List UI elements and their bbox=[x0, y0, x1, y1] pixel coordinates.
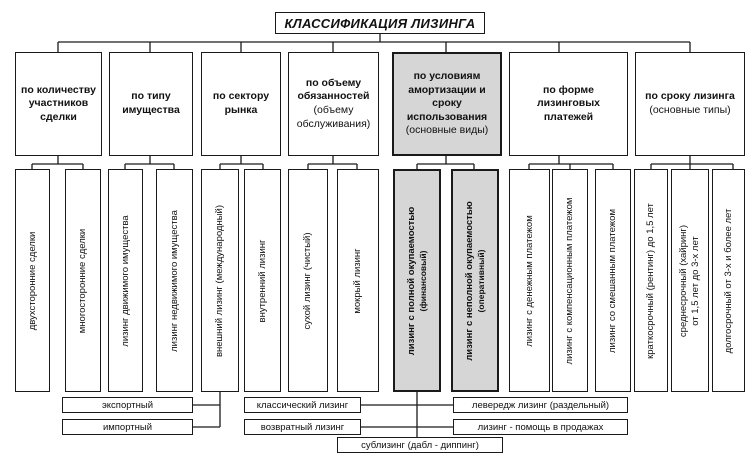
type-label: долгосрочный от 3-х и более лет bbox=[722, 208, 734, 353]
type-label: краткосрочный (рентинг) до 1,5 лет bbox=[645, 202, 657, 359]
type-sublabel: (оперативный) bbox=[475, 249, 486, 312]
type-label: лизинг недвижимого имущества bbox=[168, 209, 180, 352]
type-sublabel: (финансовый) bbox=[417, 250, 428, 311]
type-main-label: среднесрочный (хайринг) bbox=[678, 224, 690, 337]
type-label: внешний лизинг (международный) bbox=[214, 204, 226, 357]
type-main-label: лизинг с неполной окупаемостью bbox=[463, 200, 475, 361]
subtype-import: импортный bbox=[62, 419, 193, 435]
category-property-type: по типу имущества bbox=[109, 52, 193, 156]
type-box: внутренний лизинг bbox=[244, 169, 281, 392]
type-label: внутренний лизинг bbox=[256, 239, 268, 322]
type-label: лизинг с компенсационным платежом bbox=[564, 197, 576, 364]
category-amortization: по условиям амортизации и сроку использо… bbox=[392, 52, 502, 156]
diagram-title: КЛАССИФИКАЦИЯ ЛИЗИНГА bbox=[275, 12, 485, 34]
category-label: по сроку лизинга bbox=[645, 90, 735, 103]
type-box: сухой лизинг (чистый) bbox=[288, 169, 328, 392]
type-box: краткосрочный (рентинг) до 1,5 лет bbox=[634, 169, 668, 392]
type-label: лизинг с неполной окупаемостью(оперативн… bbox=[464, 201, 487, 361]
category-label: по условиям амортизации и сроку использо… bbox=[406, 69, 488, 123]
category-label: по объему обязанностей bbox=[297, 76, 370, 103]
category-label: по сектору рынка bbox=[212, 90, 270, 116]
type-box-operational: лизинг с неполной окупаемостью(оперативн… bbox=[451, 169, 499, 392]
type-label: сухой лизинг (чистый) bbox=[302, 231, 314, 330]
type-box: долгосрочный от 3-х и более лет bbox=[712, 169, 745, 392]
type-box: среднесрочный (хайринг)от 1,5 лет до 3-х… bbox=[671, 169, 709, 392]
type-sublabel-line: от 1,5 лет до 3-х лет bbox=[690, 235, 701, 326]
type-main-label: лизинг с полной окупаемостью bbox=[405, 206, 417, 355]
type-label: лизинг с денежным платежом bbox=[523, 214, 535, 347]
subtype-sublease: сублизинг (дабл - диппинг) bbox=[337, 437, 503, 453]
type-box: лизинг недвижимого имущества bbox=[156, 169, 193, 392]
category-label: по типу имущества bbox=[122, 90, 180, 116]
type-box: лизинг с компенсационным платежом bbox=[552, 169, 588, 392]
type-label: многосторонние сделки bbox=[77, 228, 89, 333]
category-sublabel: (основные типы) bbox=[649, 104, 731, 116]
type-label: лизинг с полной окупаемостью(финансовый) bbox=[406, 206, 429, 355]
subtype-classic: классический лизинг bbox=[244, 397, 361, 413]
type-label: среднесрочный (хайринг)от 1,5 лет до 3-х… bbox=[678, 224, 702, 336]
category-sublabel: (основные виды) bbox=[405, 124, 489, 137]
category-term: по сроку лизинга(основные типы) bbox=[635, 52, 745, 156]
type-label: лизинг со смешанным платежом bbox=[607, 208, 619, 353]
type-box: лизинг движимого имущества bbox=[108, 169, 143, 392]
category-label: по форме лизинговых платежей bbox=[536, 83, 601, 123]
category-label: по количеству участников сделки bbox=[21, 83, 96, 123]
subtype-leveraged: левередж лизинг (раздельный) bbox=[453, 397, 628, 413]
type-box: лизинг с денежным платежом bbox=[509, 169, 550, 392]
subtype-sales-help: лизинг - помощь в продажах bbox=[453, 419, 628, 435]
type-box: лизинг со смешанным платежом bbox=[595, 169, 631, 392]
category-obligations: по объему обязанностей(объему обслуживан… bbox=[288, 52, 379, 156]
category-market-sector: по сектору рынка bbox=[201, 52, 281, 156]
category-participants: по количеству участников сделки bbox=[15, 52, 102, 156]
type-label: лизинг движимого имущества bbox=[119, 214, 131, 347]
subtype-export: экспортный bbox=[62, 397, 193, 413]
category-sublabel: (объему обслуживания) bbox=[296, 104, 371, 130]
type-box: двухсторонние сделки bbox=[15, 169, 50, 392]
type-box-financial: лизинг с полной окупаемостью(финансовый) bbox=[393, 169, 441, 392]
type-box: многосторонние сделки bbox=[65, 169, 101, 392]
type-box: мокрый лизинг bbox=[337, 169, 379, 392]
type-box: внешний лизинг (международный) bbox=[201, 169, 239, 392]
type-label: двухсторонние сделки bbox=[26, 231, 38, 330]
subtype-returnable: возвратный лизинг bbox=[244, 419, 361, 435]
type-label: мокрый лизинг bbox=[352, 247, 364, 314]
category-payment-form: по форме лизинговых платежей bbox=[509, 52, 628, 156]
